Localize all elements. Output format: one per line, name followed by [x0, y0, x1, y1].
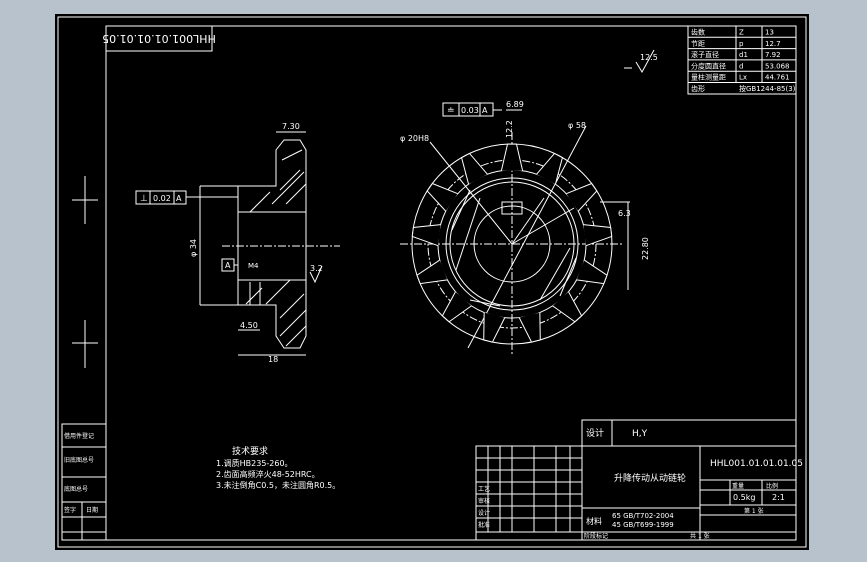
part-name: 升降传动从动链轮 [614, 472, 686, 484]
material-2: 65 GB/T702-2004 [612, 512, 674, 520]
dim-depth: 22.80 [641, 237, 650, 260]
side-section-view: 7.30 φ 34 M4 4.50 18 3.2 ⊥ 0.02 A A [135, 122, 340, 364]
mirrored-number-box: HHL001.01.01.01.05 [102, 25, 216, 52]
datum-tag: A [225, 261, 231, 270]
param-value: 13 [765, 29, 774, 37]
sprocket-tooth [441, 291, 472, 323]
sprocket-tooth [426, 182, 458, 212]
scale-value: 2:1 [772, 493, 785, 502]
tb-label-design: 设计 [478, 509, 490, 517]
technical-requirements: 技术要求 1.调质HB235-260。 2.齿面高频淬火48-52HRC。 3.… [216, 445, 340, 490]
mass-value: 0.5kg [733, 493, 755, 502]
param-name: 滚子直径 [691, 50, 719, 59]
param-name: 分度圆直径 [691, 61, 726, 70]
revision-grid [476, 446, 582, 532]
title-block: 批准 设计 审核 工艺 设计 H,Y 升降传动从动链轮 HHL001.01.01… [475, 419, 803, 541]
param-symbol: Lx [739, 74, 747, 82]
sprocket-tooth [583, 224, 613, 247]
dim-top-width: 7.30 [282, 122, 300, 131]
svg-text:A: A [176, 194, 182, 203]
outer-frame [57, 16, 807, 548]
front-hatch [451, 189, 577, 307]
svg-text:⊥: ⊥ [140, 194, 148, 204]
sprocket-tooth [416, 259, 448, 285]
tb-label-process: 工艺 [478, 485, 490, 493]
sprocket-tooth [552, 291, 583, 323]
dim-hole: M4 [248, 262, 259, 270]
param-symbol: Z [739, 29, 744, 37]
tech-req-title: 技术要求 [232, 445, 268, 457]
dim-bore-dia: φ 34 [189, 239, 198, 257]
param-value: 12.7 [765, 40, 781, 48]
stage-mark: 阶段标记 [584, 532, 608, 540]
dim-outer: φ 58 [568, 121, 586, 130]
param-name: 量柱测量距 [691, 73, 726, 82]
param-name: 节距 [691, 40, 705, 48]
param-symbol: p [739, 40, 744, 48]
param-symbol: 按GB1244-85(3) [739, 84, 796, 93]
svg-text:0.02: 0.02 [153, 194, 171, 203]
centering-marks [72, 176, 98, 368]
dim-offset: 4.50 [240, 321, 258, 330]
param-name: 齿数 [691, 28, 705, 37]
mass-header: 重量 [732, 482, 744, 490]
sheet-label: 第 1 张 [744, 507, 764, 515]
param-value: 53.068 [765, 62, 790, 70]
tb-label-approve: 批准 [478, 521, 490, 529]
scale-header: 比例 [766, 482, 778, 490]
param-value: 7.92 [765, 51, 781, 59]
mirrored-drawing-number: HHL001.01.01.01.05 [102, 32, 216, 45]
inner-frame [105, 25, 797, 541]
section-hatch [245, 149, 307, 347]
param-symbol: d [739, 62, 743, 70]
param-symbol: d1 [739, 51, 748, 59]
side-tolerance-frame: ⊥ 0.02 A [135, 190, 238, 205]
designer-name: H,Y [632, 429, 648, 439]
svg-text:A: A [482, 106, 488, 115]
param-value: 44.761 [765, 74, 790, 82]
dim-key: 12.2 [505, 120, 514, 138]
sprocket-tooth [576, 259, 608, 285]
material-label: 材料 [586, 516, 602, 526]
sprocket-tooth [536, 152, 563, 185]
sheet-total: 共 1 张 [690, 532, 710, 540]
sprocket-tooth [411, 224, 441, 247]
reg-label-5: 日期 [86, 506, 98, 514]
tech-req-item-1: 1.调质HB235-260。 [216, 458, 293, 468]
tech-req-item-3: 3.未注倒角C0.5，未注圆角R0.5。 [216, 480, 340, 490]
sprocket-tooth [518, 312, 541, 343]
sprocket-tooth [500, 143, 524, 171]
sprocket-front-view: φ 20H8 φ 58 6.89 12.2 22.80 6.3 ≐ 0.03 A [400, 100, 650, 356]
surface-finish-value: 12.5 [640, 53, 658, 62]
sprocket-tooth [483, 312, 506, 343]
reg-label-4: 签字 [64, 506, 76, 514]
tb-label-check: 审核 [478, 497, 490, 505]
tech-req-item-2: 2.齿面高频淬火48-52HRC。 [216, 469, 320, 479]
surface-finish-symbol: 12.5 [624, 49, 658, 74]
reg-label-2: 旧底图总号 [64, 456, 94, 464]
param-name: 齿形 [691, 85, 705, 93]
designer-label: 设计 [586, 427, 604, 439]
reg-label-1: 借用件登记 [64, 432, 94, 440]
side-roughness: 3.2 [310, 264, 323, 273]
drawing-number: HHL001.01.01.01.05 [710, 459, 803, 469]
front-tolerance-frame: ≐ 0.03 A [442, 102, 502, 117]
dim-total-width: 18 [268, 355, 278, 364]
sprocket-tooth [461, 152, 488, 185]
parameter-table: 齿数 Z 13 节距 p 12.7 滚子直径 d1 7.92 分度圆直径 d 53.068 量柱测量距 L… [687, 25, 797, 95]
reg-label-3: 底图总号 [64, 485, 88, 493]
dim-bore: φ 20H8 [400, 134, 429, 143]
svg-text:≐: ≐ [447, 106, 455, 116]
dim-keyway-width: 6.89 [506, 100, 524, 109]
sprocket-tooth [566, 182, 598, 212]
svg-text:0.03: 0.03 [461, 106, 479, 115]
dim-chamfer: 6.3 [618, 209, 631, 218]
left-registration-table: 借用件登记 旧底图总号 底图总号 签字 日期 [61, 423, 107, 541]
material-1: 45 GB/T699-1999 [612, 521, 674, 529]
